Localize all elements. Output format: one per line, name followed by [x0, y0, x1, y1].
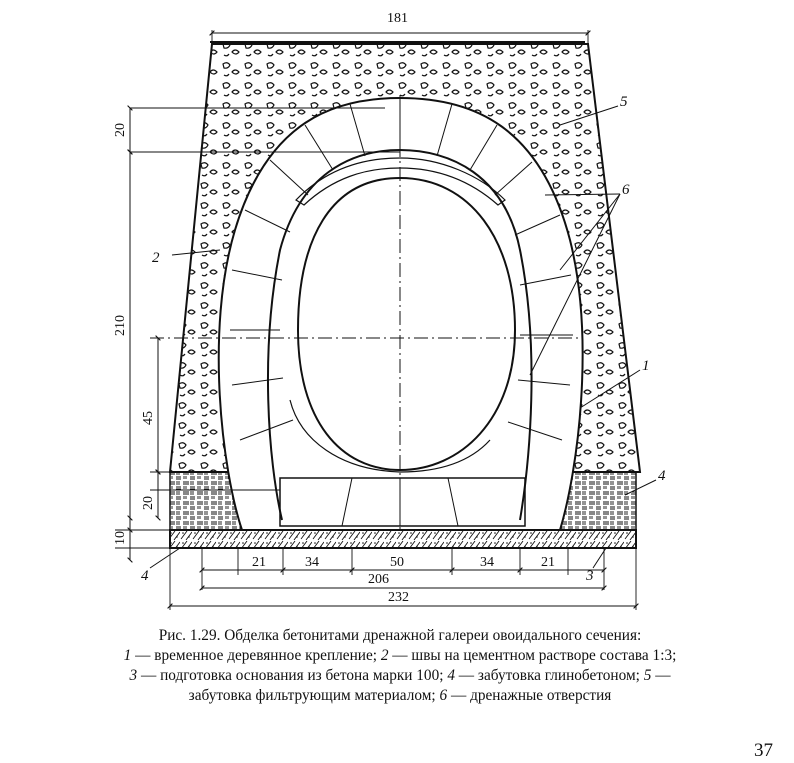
legend-text-5: —	[651, 667, 671, 684]
callout-4-right: 4	[658, 468, 666, 484]
dim-base-inner-width: 206	[368, 572, 389, 587]
caption-legend-line-3: забутовка фильтрующим материалом; 6 — др…	[60, 686, 740, 706]
callout-5: 5	[620, 94, 628, 110]
legend-num-4: 4	[447, 667, 455, 684]
dimension-lines	[127, 30, 639, 609]
figure-caption: Рис. 1.29. Обделка бетонитами дренажной …	[60, 626, 740, 706]
egg-opening	[296, 176, 517, 472]
timber-ring-lower	[289, 399, 491, 473]
gallery-cross-section-drawing: 181 20 210 45 20 10 21 34 50 34 21 206 2…	[113, 11, 666, 610]
legend-text-6: — дренажные отверстия	[447, 687, 612, 704]
dim-footing-height: 20	[141, 496, 156, 510]
lining-joints	[230, 98, 573, 441]
legend-num-5: 5	[643, 667, 652, 684]
dim-base-c: 50	[390, 555, 404, 570]
caption-title: Рис. 1.29. Обделка бетонитами дренажной …	[158, 627, 642, 644]
callout-leaders	[149, 105, 657, 569]
invert	[279, 477, 526, 527]
timber-support	[295, 157, 506, 206]
caption-legend-line-1: 1 — временное деревянное крепление; 2 — …	[60, 646, 740, 666]
callout-4-left: 4	[141, 568, 149, 584]
callout-2: 2	[152, 250, 160, 266]
caption-legend-line-2: 3 — подготовка основания из бетона марки…	[60, 666, 740, 686]
legend-text-2: — швы на цементном растворе состава 1:3;	[388, 647, 677, 664]
legend-text-3: — подготовка основания из бетона марки 1…	[137, 667, 448, 684]
legend-num-6: 6	[439, 687, 448, 704]
dim-base-b: 34	[305, 555, 319, 570]
dim-base-d: 34	[480, 555, 494, 570]
dim-base-e: 21	[541, 555, 555, 570]
callout-3: 3	[585, 568, 594, 584]
legend-num-2: 2	[380, 647, 389, 664]
legend-num-3: 3	[129, 667, 138, 684]
dim-crown-fill-height: 20	[113, 123, 128, 137]
legend-text-1: — временное деревянное крепление;	[131, 647, 381, 664]
dim-base-a: 21	[252, 555, 266, 570]
dim-top-width: 181	[387, 11, 408, 26]
page-number: 37	[754, 740, 773, 761]
legend-num-1: 1	[123, 647, 132, 664]
dim-base-total-width: 232	[388, 590, 409, 605]
base-concrete-slab	[169, 529, 637, 549]
dim-lower-height: 45	[141, 411, 156, 425]
dim-slab-height: 10	[113, 531, 128, 545]
dim-inner-height: 210	[113, 315, 128, 336]
legend-text-4: — забутовка глинобетоном;	[454, 667, 644, 684]
callout-6: 6	[622, 182, 630, 198]
legend-text-5b: забутовка фильтрующим материалом;	[188, 687, 440, 704]
callout-1: 1	[642, 358, 650, 374]
